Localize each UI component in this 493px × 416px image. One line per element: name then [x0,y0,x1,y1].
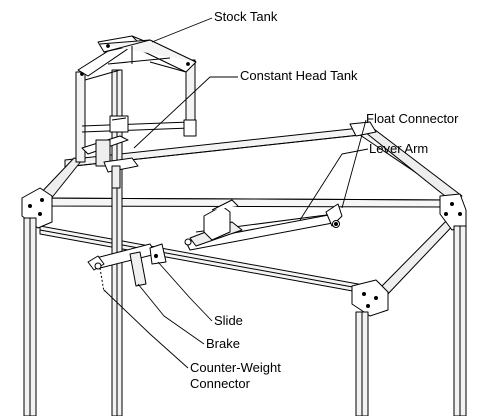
tank-tower [75,35,197,189]
brake-label: Brake [206,336,240,351]
float-connector-label: Float Connector [366,111,459,126]
lever-arm [184,199,343,251]
legs [23,69,467,416]
top-frame [23,125,463,297]
slide-assembly [87,243,167,293]
leader-lines [103,17,369,369]
lever-arm-label: Lever Arm [369,141,429,156]
stock-tank-label: Stock Tank [214,9,278,24]
counter-weight-connector-label-line1: Counter-Weight [190,360,281,375]
counter-weight-connector-label-line2: Connector [190,376,250,391]
corner-brackets [21,121,467,317]
slide-label: Slide [214,313,243,328]
constant-head-tank-label: Constant Head Tank [240,68,358,83]
